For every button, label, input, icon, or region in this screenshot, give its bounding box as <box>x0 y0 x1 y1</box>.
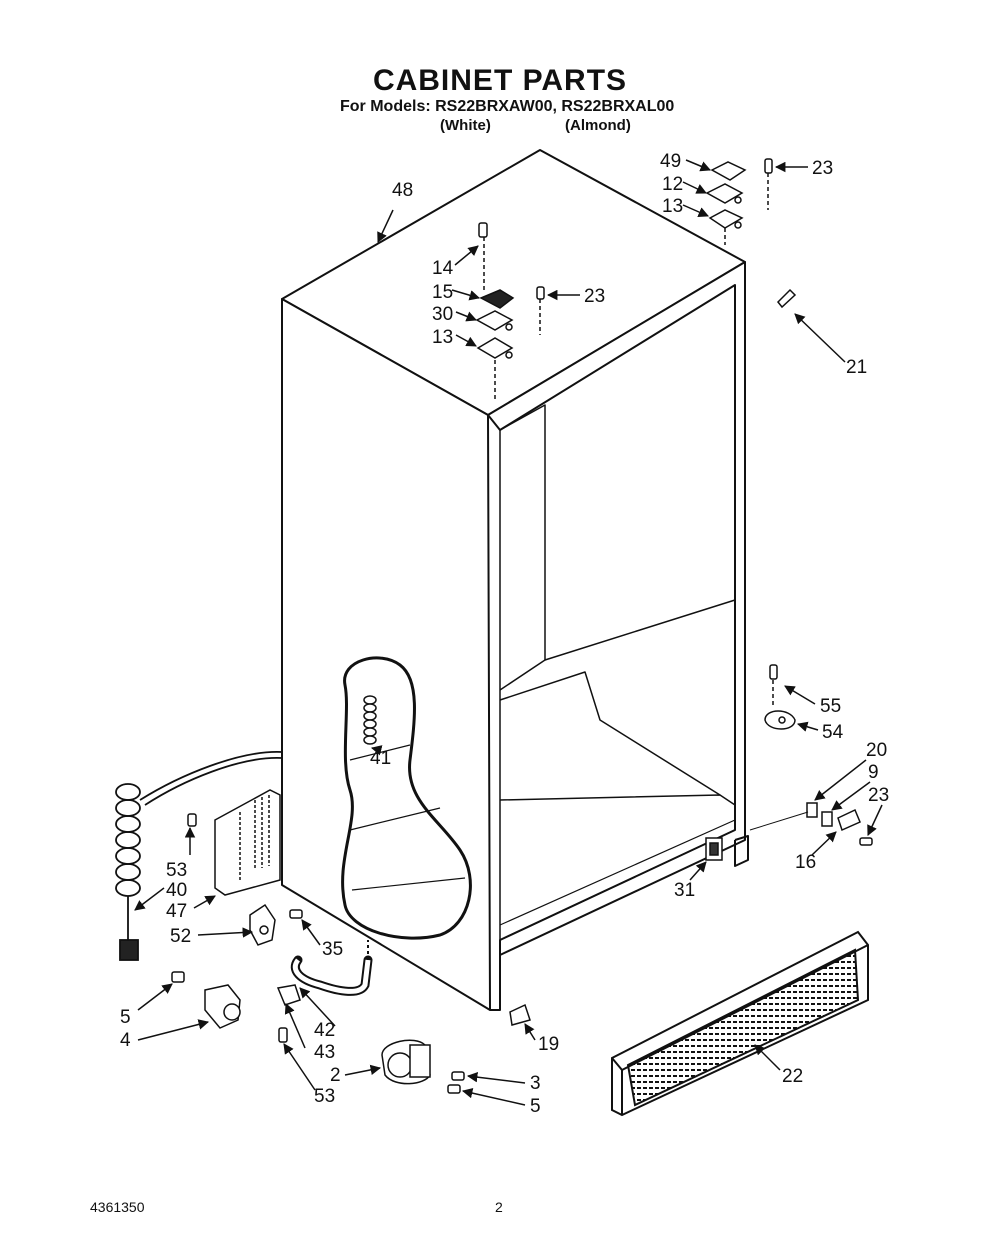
drain-hose <box>290 940 373 996</box>
callout-13-left: 13 <box>432 327 453 348</box>
callout-leaders <box>134 159 883 1106</box>
callout-3: 3 <box>530 1073 541 1094</box>
hinge-assembly-left <box>475 222 545 400</box>
callout-21: 21 <box>846 357 867 378</box>
roller-bracket <box>249 903 303 946</box>
electrical-box <box>187 789 281 896</box>
callout-52: 52 <box>170 926 191 947</box>
insulation-cutaway <box>341 656 472 940</box>
toe-grille <box>611 930 869 1117</box>
callout-19: 19 <box>538 1034 559 1055</box>
hinge-assembly-right <box>705 158 773 245</box>
callout-labels: 48 49 12 13 23 14 15 30 13 23 21 55 54 2… <box>120 151 889 1117</box>
callout-55: 55 <box>820 696 841 717</box>
callout-14: 14 <box>432 258 454 279</box>
callout-4: 4 <box>120 1030 131 1051</box>
closure-cam-parts <box>749 802 873 846</box>
callout-49: 49 <box>660 151 681 172</box>
screw-53-lower <box>278 1027 288 1043</box>
callout-48: 48 <box>392 180 413 201</box>
callout-41: 41 <box>370 748 391 769</box>
callout-23-mid: 23 <box>584 286 605 307</box>
callout-54: 54 <box>822 722 844 743</box>
callout-53-top: 53 <box>166 860 187 881</box>
callout-23-top: 23 <box>812 158 833 179</box>
callout-47: 47 <box>166 901 187 922</box>
rear-roller <box>381 1039 465 1094</box>
callout-16: 16 <box>795 852 816 873</box>
variant-almond: (Almond) <box>565 117 631 134</box>
door-stop-pin <box>776 288 797 309</box>
defrost-drain-tube <box>363 695 377 745</box>
page-number: 2 <box>495 1199 503 1215</box>
callout-35: 35 <box>322 939 343 960</box>
clip-19 <box>509 1003 531 1026</box>
callout-23-right: 23 <box>868 785 889 806</box>
callout-43: 43 <box>314 1042 335 1063</box>
callout-9: 9 <box>868 762 879 783</box>
callout-22: 22 <box>782 1066 803 1087</box>
document-number: 4361350 <box>90 1199 145 1215</box>
callout-13-right: 13 <box>662 196 683 217</box>
callout-5-bottom: 5 <box>530 1096 541 1117</box>
callout-40: 40 <box>166 880 187 901</box>
variant-white: (White) <box>440 117 491 134</box>
callout-31: 31 <box>674 880 695 901</box>
front-roller <box>171 971 241 1029</box>
callout-5-left: 5 <box>120 1007 131 1028</box>
callout-12: 12 <box>662 174 683 195</box>
callout-42: 42 <box>314 1020 335 1041</box>
page-title: CABINET PARTS <box>372 64 628 97</box>
power-cord <box>115 751 283 961</box>
hose-clip <box>276 984 301 1006</box>
leveling-bracket <box>705 837 723 861</box>
callout-20: 20 <box>866 740 887 761</box>
callout-2: 2 <box>330 1065 341 1086</box>
models-subtitle: For Models: RS22BRXAW00, RS22BRXAL00 <box>340 98 675 115</box>
hinge-bottom-right <box>764 664 796 730</box>
callout-15: 15 <box>432 282 453 303</box>
callout-53-bottom: 53 <box>314 1086 335 1107</box>
callout-30: 30 <box>432 304 453 325</box>
